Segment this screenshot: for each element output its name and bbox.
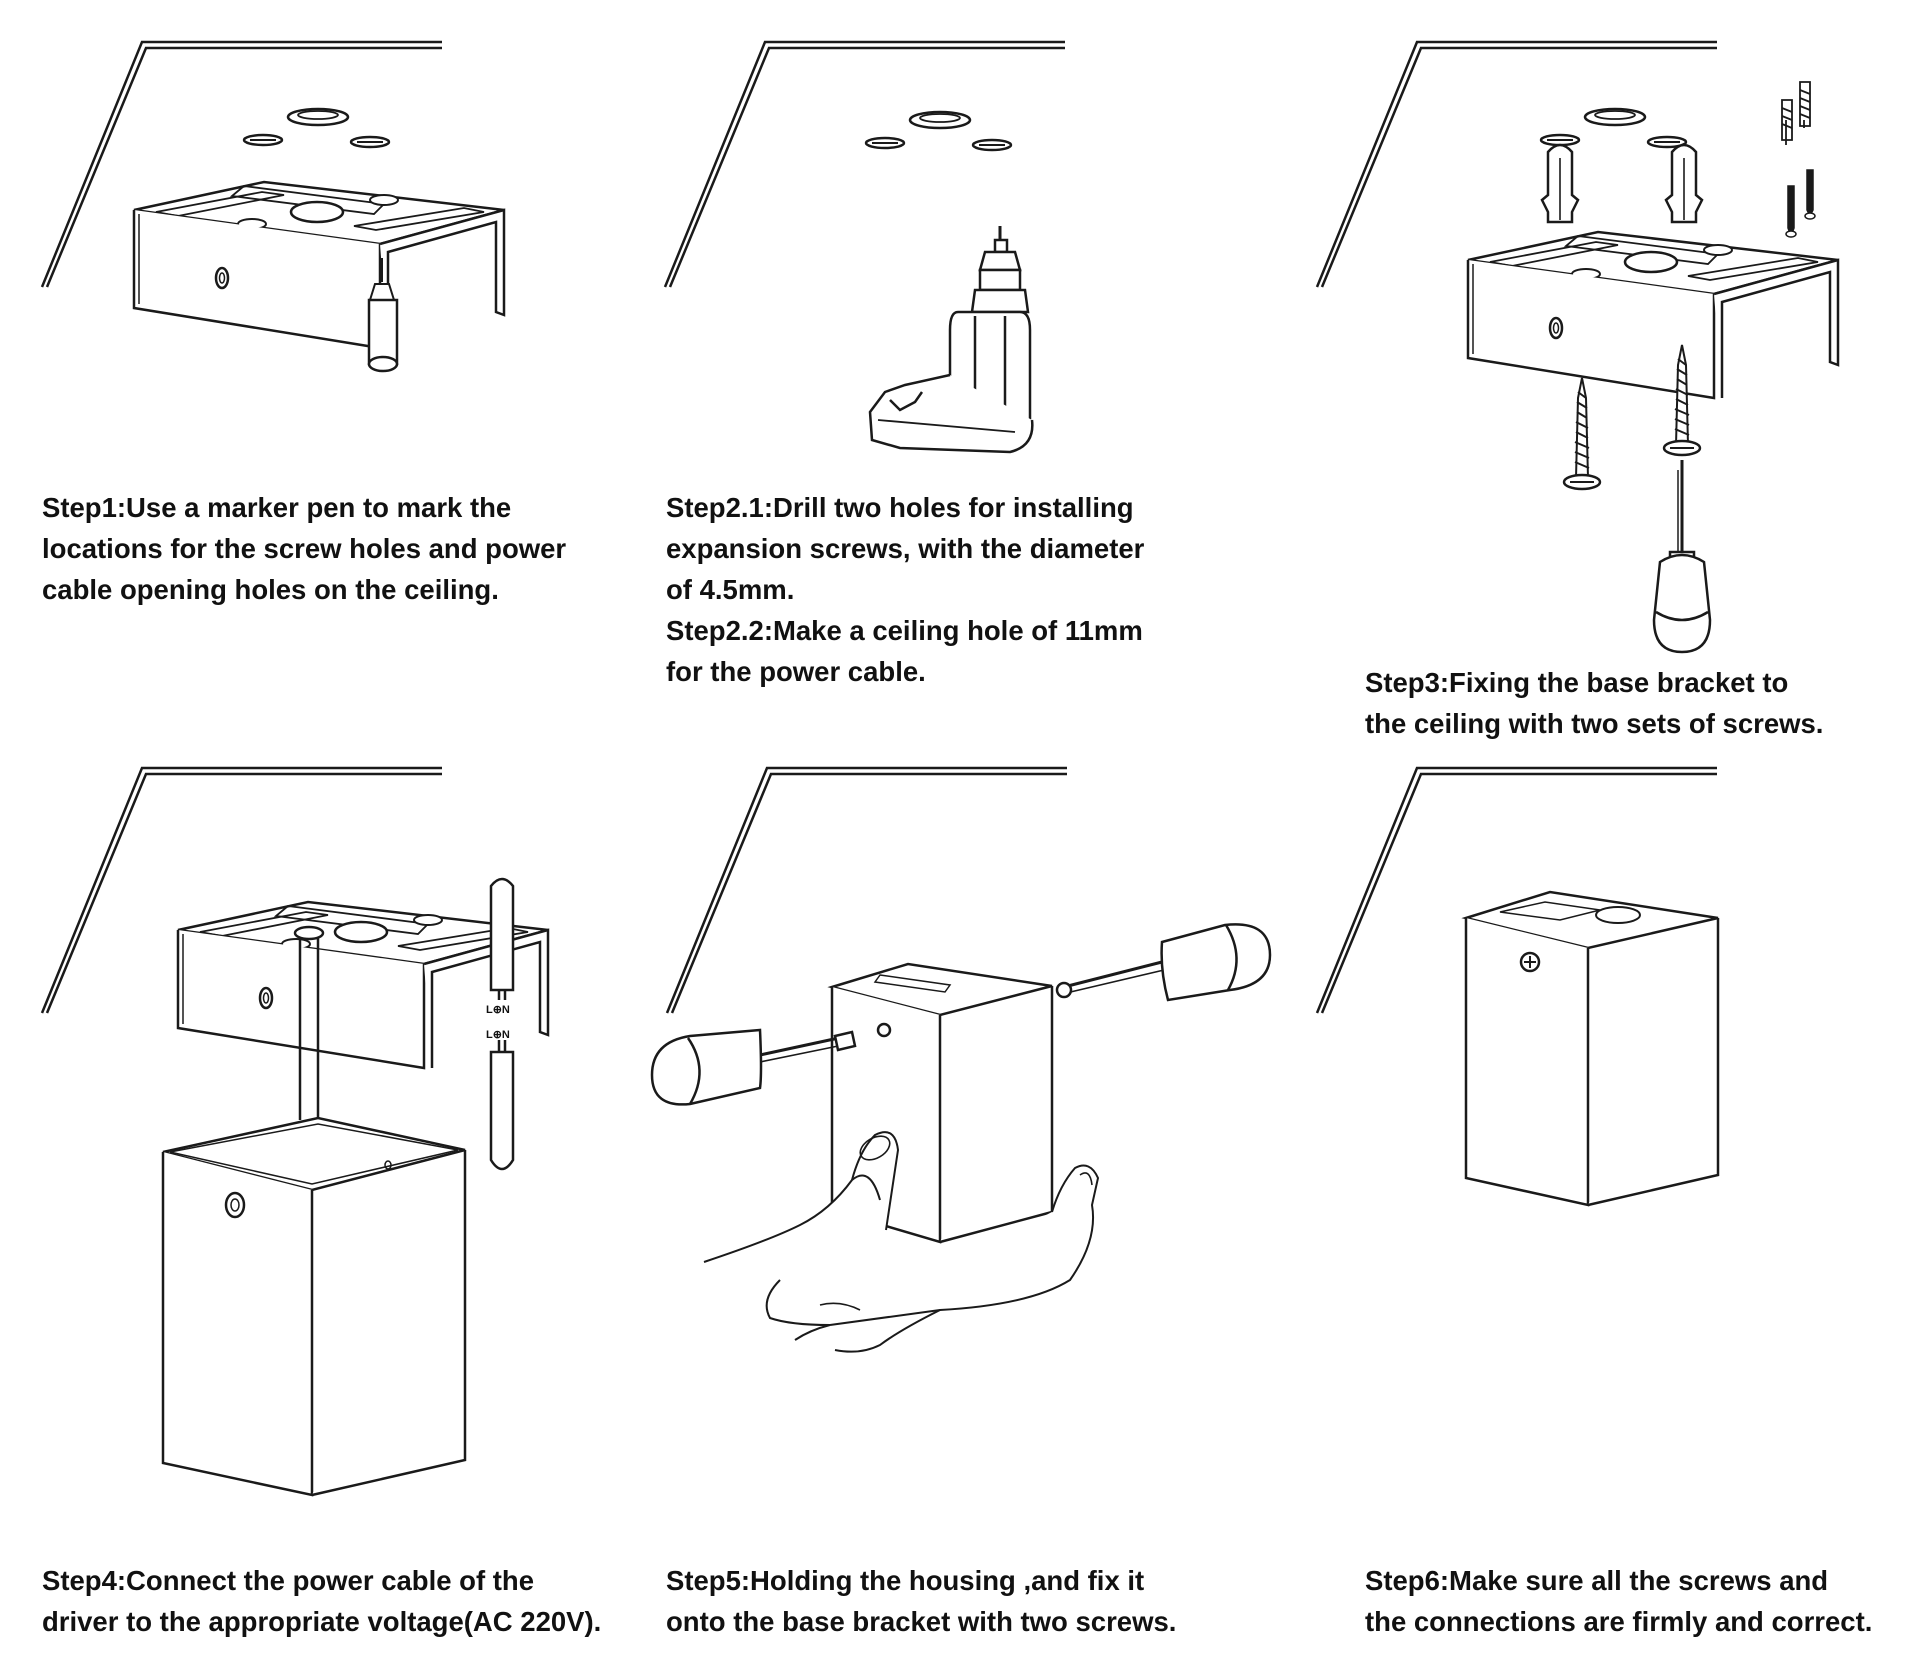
expansion-anchor-icon: [1542, 145, 1702, 222]
step4-line-2: driver to the appropriate voltage(AC 220…: [42, 1606, 602, 1637]
power-cable-icon: [295, 927, 323, 1120]
step6-caption: Step6:Make sure all the screws and the c…: [1365, 1560, 1872, 1642]
step2-illustration: [663, 40, 1067, 452]
step5-line-1: Step5:Holding the housing ,and fix it: [666, 1565, 1145, 1596]
step1-line-1: Step1:Use a marker pen to mark the: [42, 492, 512, 523]
wood-screw-icon: [1564, 377, 1600, 489]
power-drill-icon: [870, 226, 1032, 452]
step1-illustration: [40, 40, 506, 371]
step2-caption: Step2.1:Drill two holes for installing e…: [666, 487, 1144, 692]
step2-line-3: of 4.5mm.: [666, 574, 795, 605]
wire-label-top: L⊕N: [486, 1004, 510, 1016]
step4-line-1: Step4:Connect the power cable of the: [42, 1565, 535, 1596]
step5-caption: Step5:Holding the housing ,and fix it on…: [666, 1560, 1176, 1642]
step2-line-5: for the power cable.: [666, 656, 926, 687]
step2-line-2: expansion screws, with the diameter: [666, 533, 1145, 564]
step6-line-1: Step6:Make sure all the screws and: [1365, 1565, 1829, 1596]
step2-line-1: Step2.1:Drill two holes for installing: [666, 492, 1134, 523]
marker-pen-icon: [369, 258, 397, 371]
wire-label-bottom: L⊕N: [486, 1029, 510, 1041]
step3-line-1: Step3:Fixing the base bracket to: [1365, 667, 1789, 698]
step4-caption: Step4:Connect the power cable of the dri…: [42, 1560, 601, 1642]
step5-line-2: onto the base bracket with two screws.: [666, 1606, 1177, 1637]
step4-illustration: L⊕N L⊕N: [40, 766, 550, 1495]
step3-caption: Step3:Fixing the base bracket to the cei…: [1365, 662, 1823, 744]
screwdriver-icon: [652, 1030, 855, 1104]
installed-light-icon: [1466, 892, 1718, 1205]
spare-screws-icon: [1786, 170, 1815, 237]
screwdriver-icon: [1654, 460, 1710, 652]
spare-anchors-icon: [1782, 82, 1810, 145]
wood-screw-icon: [1664, 344, 1700, 455]
step3-illustration: [1315, 40, 1840, 652]
step3-line-2: the ceiling with two sets of screws.: [1365, 708, 1824, 739]
step6-line-2: the connections are firmly and correct.: [1365, 1606, 1873, 1637]
step1-caption: Step1:Use a marker pen to mark the locat…: [42, 487, 566, 610]
light-housing-icon: [163, 1118, 465, 1495]
step6-illustration: [1315, 766, 1718, 1205]
step2-line-4: Step2.2:Make a ceiling hole of 11mm: [666, 615, 1143, 646]
step5-illustration: [652, 766, 1270, 1352]
step1-line-2: locations for the screw holes and power: [42, 533, 567, 564]
wire-connector-icon: L⊕N L⊕N: [486, 879, 513, 1169]
screwdriver-icon: [1057, 924, 1270, 1000]
hand-icon: [704, 1131, 1098, 1351]
step1-line-3: cable opening holes on the ceiling.: [42, 574, 499, 605]
